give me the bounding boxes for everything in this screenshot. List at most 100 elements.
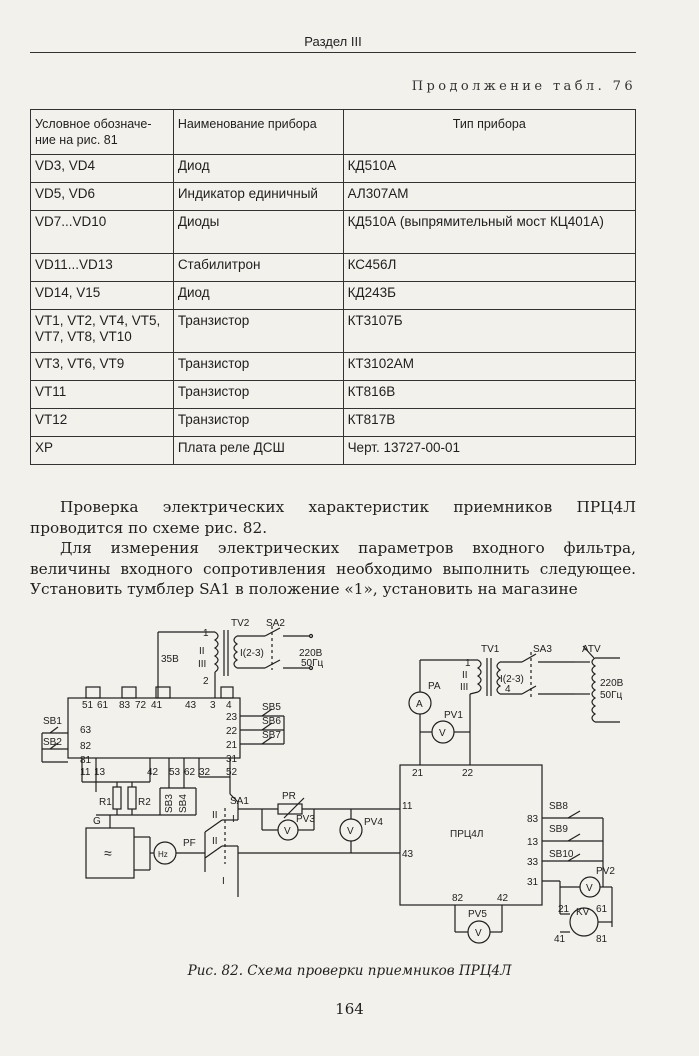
cell-designation: VD14, V15 bbox=[30, 281, 174, 310]
sb5-label: SB5 bbox=[262, 702, 281, 713]
tv2-w1-label: 1 bbox=[203, 628, 209, 639]
cell-designation: VD5, VD6 bbox=[30, 182, 174, 211]
transformer-tv2 bbox=[157, 626, 314, 690]
mains-left-voltage: 220В bbox=[299, 648, 323, 659]
tv2-w2-label: 2 bbox=[203, 676, 209, 687]
receiver-pin: 11 bbox=[402, 801, 413, 812]
cell-type: КТ3107Б bbox=[342, 309, 637, 353]
relay-board-block bbox=[67, 686, 241, 759]
cell-name: Стабилитрон bbox=[172, 253, 344, 282]
page-number: 164 bbox=[335, 1000, 364, 1018]
sb3-label: SB3 bbox=[164, 794, 175, 813]
block-pin-left: 63 bbox=[80, 725, 92, 736]
g-label: G bbox=[93, 816, 101, 827]
cell-type: КД243Б bbox=[342, 281, 637, 310]
r1-label: R1 bbox=[99, 797, 112, 808]
r2-label: R2 bbox=[138, 797, 151, 808]
sa1-ii-low-label: II bbox=[212, 836, 218, 847]
resistors-and-sb3-sb4 bbox=[81, 758, 231, 816]
receiver-pin: 21 bbox=[412, 768, 424, 779]
block-pin-bottom: 13 bbox=[94, 767, 106, 778]
generator-g bbox=[85, 815, 151, 879]
cell-type: КТ816В bbox=[342, 380, 637, 409]
block-pin-right: 22 bbox=[226, 726, 238, 737]
block-pin-top: 51 bbox=[82, 700, 94, 711]
pv3-label: PV3 bbox=[296, 814, 315, 825]
kv-21-label: 21 bbox=[558, 904, 570, 915]
running-header: Раздел III bbox=[304, 34, 362, 49]
table-header-row: Условное обозначе-ние на рис. 81 Наимено… bbox=[30, 109, 637, 155]
tv2-i23-label: I(2-3) bbox=[240, 648, 264, 659]
pf-label: PF bbox=[183, 838, 196, 849]
sb7-label: SB7 bbox=[262, 730, 281, 741]
block-pin-right: 31 bbox=[226, 754, 238, 765]
cell-name: Диод bbox=[172, 154, 344, 183]
cell-name: Плата реле ДСШ bbox=[172, 436, 344, 465]
voltmeter-pv1 bbox=[420, 694, 471, 765]
cell-type: АЛ307АМ bbox=[342, 182, 637, 211]
block-pin-right: 21 bbox=[226, 740, 238, 751]
mains-left-frequency: 50Гц bbox=[301, 658, 324, 669]
ammeter-pa bbox=[408, 659, 478, 765]
receiver-pin: 33 bbox=[527, 857, 539, 868]
block-pin-top: 41 bbox=[151, 700, 163, 711]
sa3-label: SA3 bbox=[533, 644, 552, 655]
sa2-label: SA2 bbox=[266, 618, 285, 629]
block-pin-left: 81 bbox=[80, 755, 92, 766]
relay-kv bbox=[560, 907, 612, 937]
block-pin-bottom: 62 bbox=[184, 767, 196, 778]
cell-designation: VD3, VD4 bbox=[30, 154, 174, 183]
cell-name: Транзистор bbox=[172, 309, 344, 353]
pv2-v-label: V bbox=[586, 883, 593, 894]
kv-61-label: 61 bbox=[596, 904, 608, 915]
sb2-label: SB2 bbox=[43, 737, 62, 748]
devices-table: Условное обозначе-ние на рис. 81 Наимено… bbox=[30, 109, 637, 465]
receiver-pin: 82 bbox=[452, 893, 464, 904]
sb10-label: SB10 bbox=[549, 849, 574, 860]
header-device-type: Тип прибора bbox=[342, 109, 637, 155]
block-pin-bottom: 32 bbox=[199, 767, 211, 778]
hz-label: Hz bbox=[158, 850, 168, 859]
cell-name: Диоды bbox=[172, 210, 344, 254]
cell-designation: VT12 bbox=[30, 408, 174, 437]
cell-name: Транзистор bbox=[172, 408, 344, 437]
cell-type: КС456Л bbox=[342, 253, 637, 282]
figure-caption: Рис. 82. Схема проверки приемников ПРЦ4Л bbox=[187, 963, 512, 979]
block-pin-top: 43 bbox=[185, 700, 197, 711]
body-paragraph: Для измерения электрических параметров в… bbox=[30, 539, 636, 598]
cell-name: Диод bbox=[172, 281, 344, 310]
sb9-label: SB9 bbox=[549, 824, 568, 835]
tv1-iii-label: III bbox=[460, 682, 468, 693]
switches-sb1-sb2 bbox=[41, 726, 68, 763]
tv2-label: TV2 bbox=[231, 618, 250, 629]
block-pin-right: 23 bbox=[226, 712, 238, 723]
kv-label: KV bbox=[576, 907, 590, 918]
voltage-35-label: 35В bbox=[161, 654, 179, 665]
test-circuit-schematic: TV2 SA2 1 II III 2 I(2-3) 220В 50Гц 35В … bbox=[41, 618, 624, 945]
block-pin-top: 4 bbox=[226, 700, 232, 711]
header-device-name: Наименование прибора bbox=[172, 109, 344, 155]
switches-sb8-sb10 bbox=[542, 810, 604, 887]
cell-type: КД510А bbox=[342, 154, 637, 183]
tv2-iii-label: III bbox=[198, 659, 206, 670]
receiver-pin: 42 bbox=[497, 893, 509, 904]
block-pin-top: 3 bbox=[210, 700, 216, 711]
mains-right-voltage: 220В bbox=[600, 678, 624, 689]
tv1-1-label: 1 bbox=[465, 658, 471, 669]
block-pin-bottom: 53 bbox=[169, 767, 181, 778]
generator-symbol: ≈ bbox=[104, 845, 112, 861]
cell-name: Транзистор bbox=[172, 352, 344, 381]
sb1-label: SB1 bbox=[43, 716, 62, 727]
pv5-label: PV5 bbox=[468, 909, 487, 920]
pv4-v-label: V bbox=[347, 826, 354, 837]
sa1-ii-label: II bbox=[212, 810, 218, 821]
cell-type: КТ817В bbox=[342, 408, 637, 437]
block-pin-top: 61 bbox=[97, 700, 109, 711]
cell-designation: VT11 bbox=[30, 380, 174, 409]
kv-81-label: 81 bbox=[596, 934, 608, 945]
cell-designation: ХР bbox=[30, 436, 174, 465]
receiver-pin: 22 bbox=[462, 768, 474, 779]
